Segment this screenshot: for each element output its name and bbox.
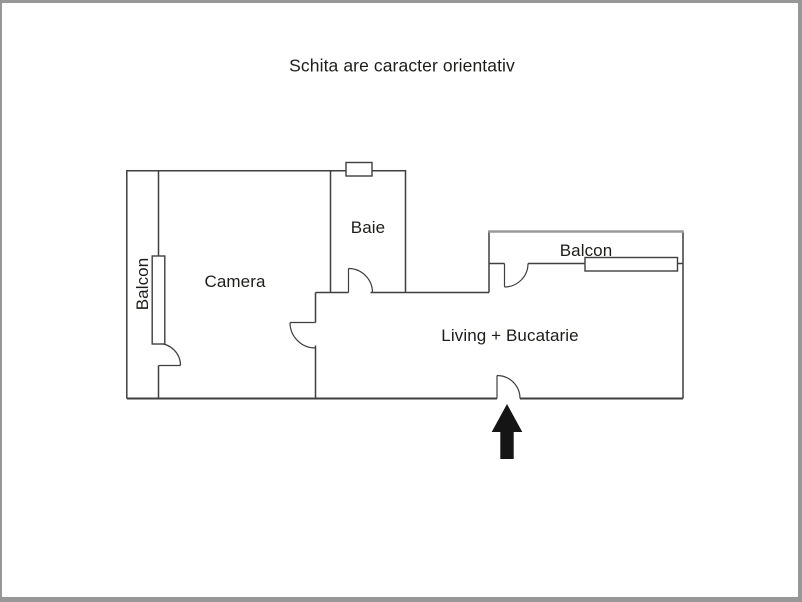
door-camera — [289, 321, 316, 349]
walls — [126, 170, 684, 400]
room-label-living: Living + Bucatarie — [441, 326, 579, 345]
room-label-camera: Camera — [204, 272, 266, 291]
outer-wall-left-top — [126, 170, 407, 399]
window-balcon-right — [584, 256, 679, 272]
room-label-balcon-left: Balcon — [133, 257, 152, 311]
door-baie — [347, 267, 374, 293]
windows — [151, 161, 679, 345]
door-balcon-right — [503, 263, 529, 288]
door-entrance — [496, 374, 521, 399]
room-label-balcon-right: Balcon — [559, 241, 613, 260]
doors — [158, 263, 529, 399]
plan-disclaimer-title: Schita are caracter orientativ — [289, 55, 515, 76]
entrance-arrow-icon — [491, 404, 523, 459]
window-baie — [345, 161, 373, 177]
window-balcon-left — [151, 255, 166, 345]
door-balcon-left — [158, 342, 182, 367]
room-label-baie: Baie — [350, 218, 386, 237]
